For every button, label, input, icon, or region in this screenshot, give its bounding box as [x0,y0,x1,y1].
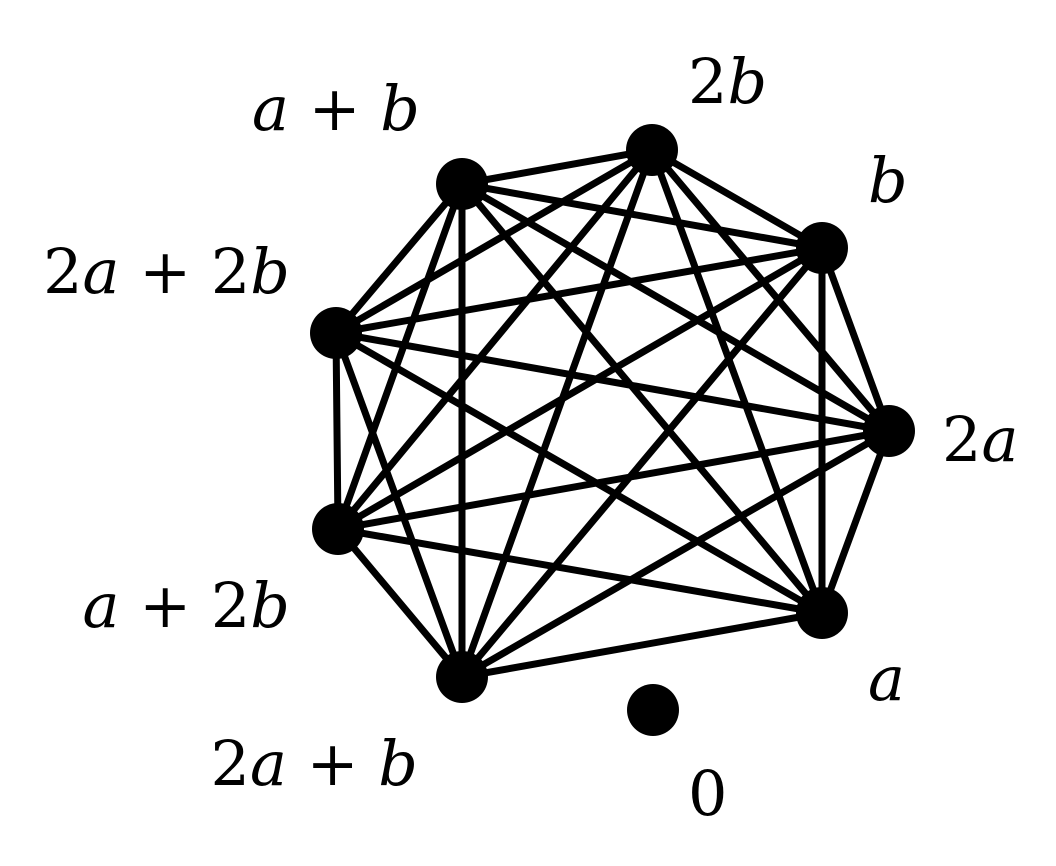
label-n_2ap2b: 2a + 2b [43,235,290,308]
edge-n_2b-n_a [648,146,826,617]
edge-n_ap2b-n_2ap2b [332,329,342,533]
label-n_apb: a + b [252,72,420,145]
edge-n_2a-n_ap2b [334,427,893,533]
edge-n_b-n_2apb [458,244,826,681]
node-n_2a [863,405,915,457]
node-n_b [796,222,848,274]
edge-n_apb-n_2b [458,146,656,188]
node-n_0 [627,684,679,736]
edge-layer [332,146,893,681]
label-n_2apb: 2a + b [211,727,419,800]
edge-n_2apb-n_ap2b [334,525,466,681]
edge-n_apb-n_2ap2b [332,180,466,337]
edge-n_b-n_2a [818,244,893,435]
edge-n_b-n_ap2b [334,244,826,533]
label-layer: 2b b 2a a 0 2a + b a + 2b 2a + 2b a + b [43,45,1018,830]
edge-n_apb-n_2a [458,180,893,435]
edge-n_apb-n_b [458,180,826,252]
label-n_ap2b: a + 2b [83,569,290,642]
edge-n_b-n_2ap2b [332,244,826,337]
node-n_ap2b [312,503,364,555]
edge-n_apb-n_a [458,180,826,617]
edge-n_a-n_2ap2b [332,329,826,617]
edge-n_2b-n_2a [648,146,893,435]
edge-n_2a-n_a [818,427,893,617]
edge-n_2a-n_2ap2b [332,329,893,435]
edge-n_2b-n_2ap2b [332,146,656,337]
edge-n_a-n_ap2b [334,525,826,617]
node-n_2b [626,124,678,176]
edge-n_2b-n_2apb [458,146,656,681]
edge-n_2b-n_ap2b [334,146,656,533]
edge-n_2b-n_b [648,146,826,252]
label-n_2b: 2b [688,45,767,118]
node-n_2ap2b [310,307,362,359]
edge-n_a-n_2apb [458,609,826,681]
edge-n_2apb-n_2ap2b [332,329,466,681]
label-n_2a: 2a [942,403,1018,476]
node-layer [310,124,915,736]
node-n_2apb [436,651,488,703]
edge-n_2a-n_2apb [458,427,893,681]
node-n_apb [436,158,488,210]
label-n_a: a [868,642,905,715]
label-n_b: b [868,144,908,217]
edge-n_apb-n_ap2b [334,180,466,533]
node-n_a [796,587,848,639]
label-n_0: 0 [688,757,727,830]
